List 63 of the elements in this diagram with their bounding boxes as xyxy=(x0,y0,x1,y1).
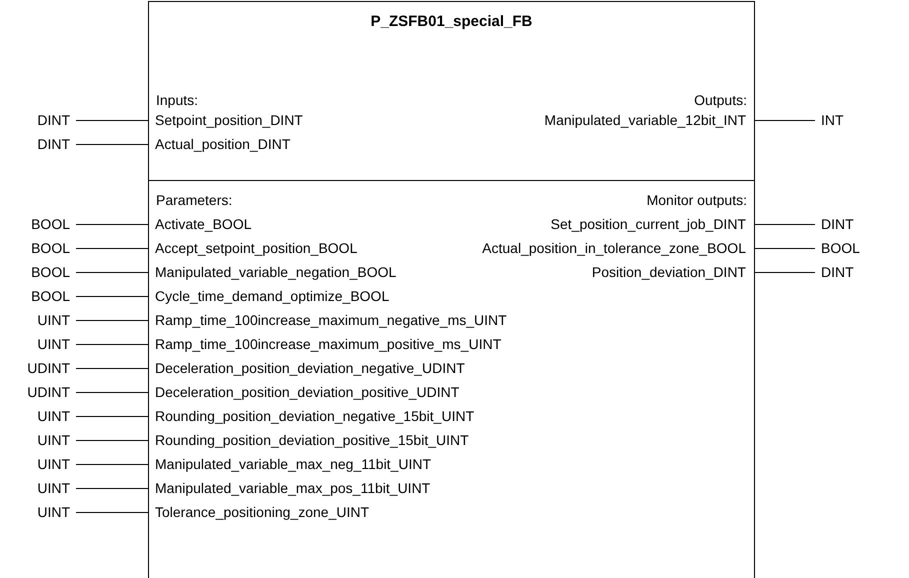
pin-name: Rounding_position_deviation_positive_15bit_UINT xyxy=(148,431,469,449)
function-block xyxy=(148,1,755,578)
pin-line xyxy=(76,464,148,465)
data-type-label: UDINT xyxy=(27,359,76,377)
data-type-label: BOOL xyxy=(31,215,76,233)
pin-name: Cycle_time_demand_optimize_BOOL xyxy=(148,287,390,305)
pin-name: Manipulated_variable_negation_BOOL xyxy=(148,263,396,281)
pin-name: Manipulated_variable_max_neg_11bit_UINT xyxy=(148,455,432,473)
data-type-label: BOOL xyxy=(31,239,76,257)
data-type-label: UINT xyxy=(37,455,76,473)
data-type-label: BOOL xyxy=(815,239,860,257)
pin-line xyxy=(754,272,816,273)
pin-line xyxy=(76,440,148,441)
pin-line xyxy=(76,512,148,513)
pin-line xyxy=(754,120,816,121)
pin-line xyxy=(76,248,148,249)
pin-line xyxy=(76,320,148,321)
data-type-label: DINT xyxy=(815,215,854,233)
pin-line xyxy=(76,392,148,393)
pin-line xyxy=(76,120,148,121)
data-type-label: UINT xyxy=(37,407,76,425)
pin-name: Position_deviation_DINT xyxy=(592,263,754,281)
pin-line xyxy=(754,248,816,249)
data-type-label: BOOL xyxy=(31,287,76,305)
pin-name: Set_position_current_job_DINT xyxy=(550,215,754,233)
pin-line xyxy=(76,272,148,273)
pin-name: Actual_position_in_tolerance_zone_BOOL xyxy=(482,239,754,257)
pin-name: Actual_position_DINT xyxy=(148,135,290,153)
data-type-label: BOOL xyxy=(31,263,76,281)
section-heading: Outputs: xyxy=(694,91,747,109)
pin-line xyxy=(754,224,816,225)
pin-name: Ramp_time_100increase_maximum_negative_ms_UINT xyxy=(148,311,507,329)
pin-name: Deceleration_position_deviation_negative_UDINT xyxy=(148,359,465,377)
pin-name: Activate_BOOL xyxy=(148,215,252,233)
pin-name: Manipulated_variable_12bit_INT xyxy=(544,111,754,129)
pin-name: Manipulated_variable_max_pos_11bit_UINT xyxy=(148,479,430,497)
data-type-label: DINT xyxy=(37,135,76,153)
pin-line xyxy=(76,488,148,489)
pin-line xyxy=(76,368,148,369)
data-type-label: UINT xyxy=(37,479,76,497)
pin-line xyxy=(76,344,148,345)
pin-line xyxy=(76,144,148,145)
pin-name: Setpoint_position_DINT xyxy=(148,111,303,129)
pin-name: Rounding_position_deviation_negative_15bit_UINT xyxy=(148,407,474,425)
data-type-label: UINT xyxy=(37,431,76,449)
pin-line xyxy=(76,416,148,417)
data-type-label: UDINT xyxy=(27,383,76,401)
pin-name: Accept_setpoint_position_BOOL xyxy=(148,239,358,257)
section-heading: Parameters: xyxy=(156,191,232,209)
data-type-label: DINT xyxy=(815,263,854,281)
data-type-label: DINT xyxy=(37,111,76,129)
pin-name: Deceleration_position_deviation_positive_UDINT xyxy=(148,383,460,401)
block-title: P_ZSFB01_special_FB xyxy=(370,13,534,31)
section-heading: Monitor outputs: xyxy=(646,191,747,209)
pin-name: Ramp_time_100increase_maximum_positive_ms_UINT xyxy=(148,335,502,353)
pin-line xyxy=(76,296,148,297)
data-type-label: UINT xyxy=(37,335,76,353)
pin-line xyxy=(76,224,148,225)
pin-name: Tolerance_positioning_zone_UINT xyxy=(148,503,370,521)
data-type-label: INT xyxy=(815,111,844,129)
data-type-label: UINT xyxy=(37,503,76,521)
section-heading: Inputs: xyxy=(156,91,198,109)
data-type-label: UINT xyxy=(37,311,76,329)
